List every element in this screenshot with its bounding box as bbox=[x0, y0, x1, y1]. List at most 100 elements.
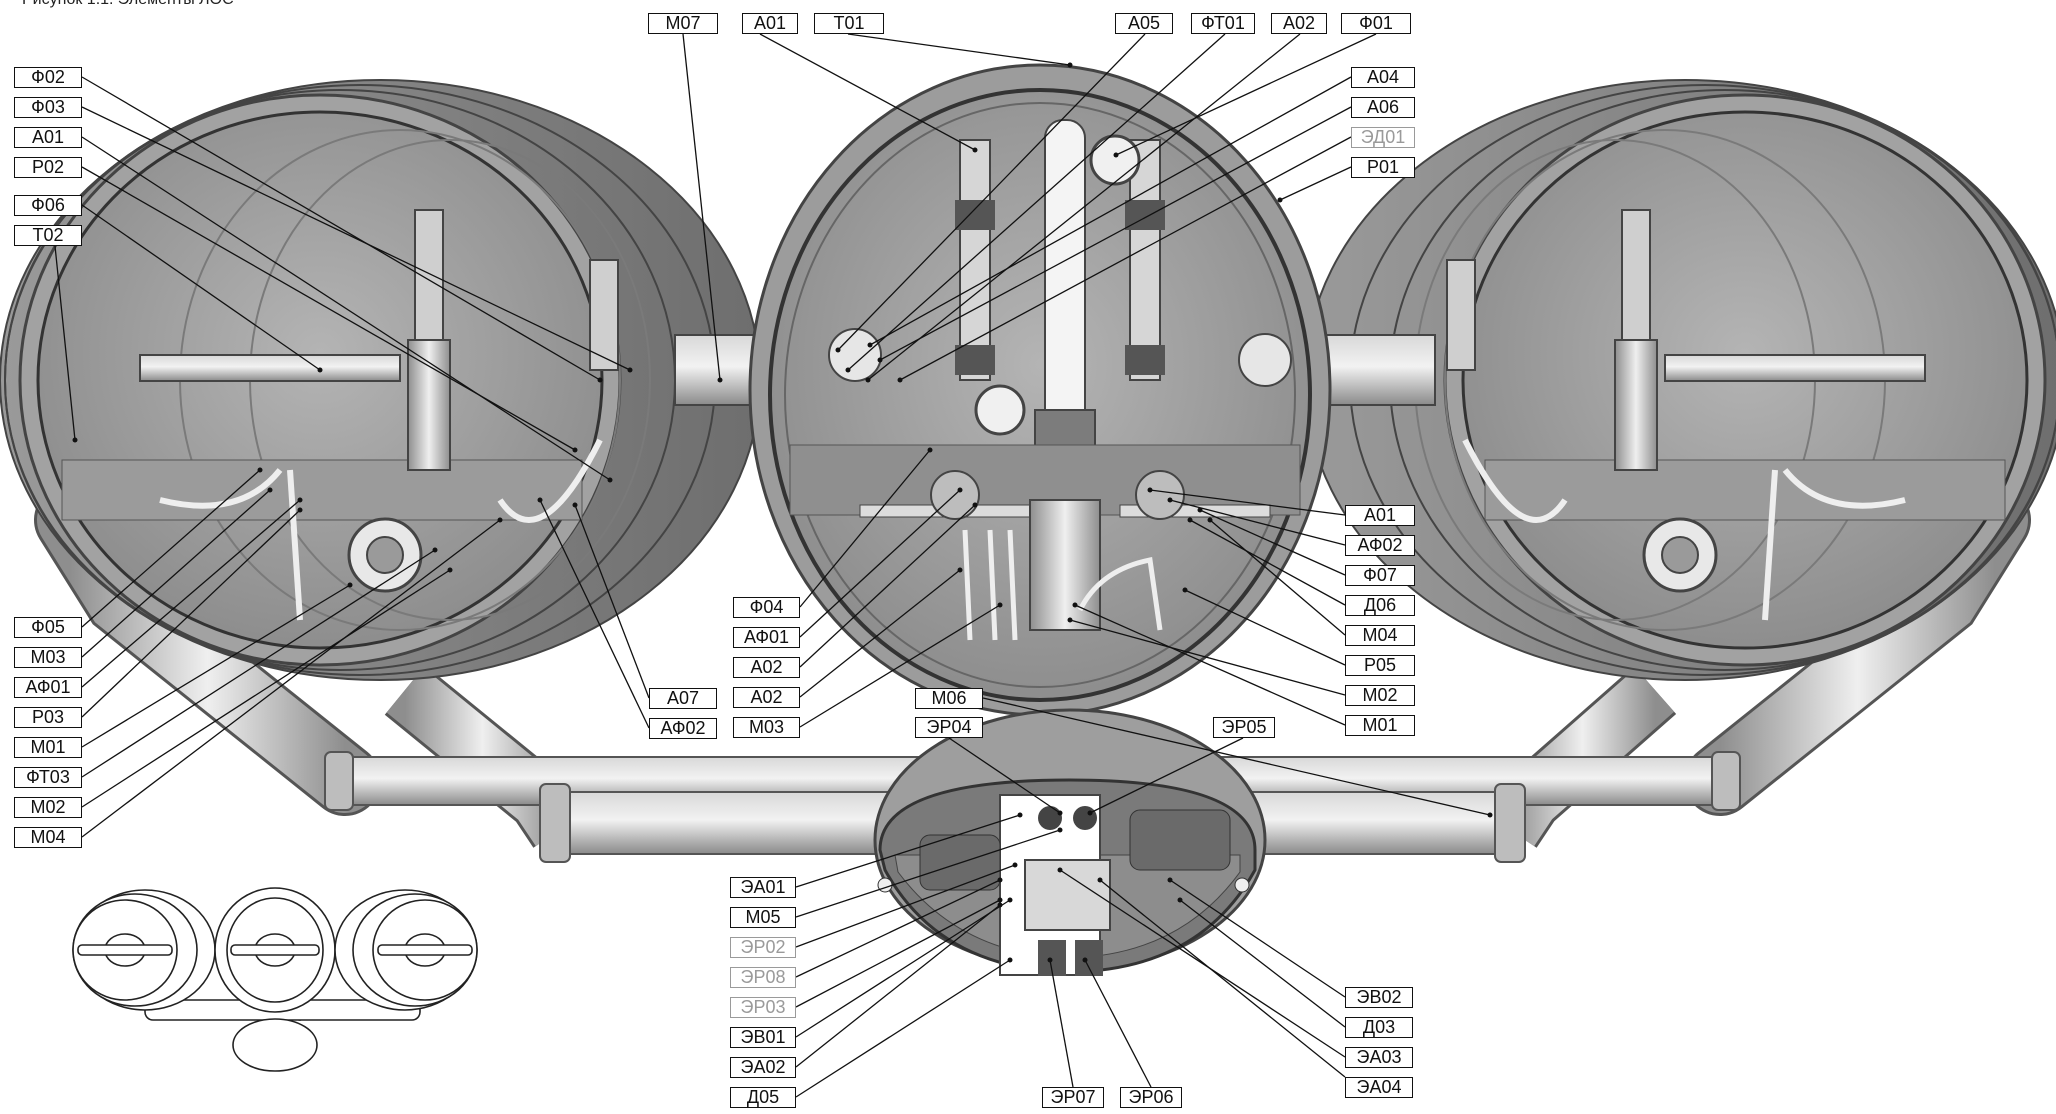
leader-line bbox=[81, 136, 611, 481]
leader-dot bbox=[997, 877, 1003, 883]
leader-dot bbox=[1177, 897, 1183, 903]
leader-line bbox=[1179, 899, 1346, 1028]
leader-dot bbox=[572, 502, 578, 508]
callout-left-m03: М03 bbox=[14, 647, 82, 668]
leader-dot bbox=[1007, 957, 1013, 963]
leader-dot bbox=[267, 487, 273, 493]
leader-line bbox=[795, 899, 1001, 1008]
leader-line bbox=[867, 33, 1301, 381]
leader-dot bbox=[597, 377, 603, 383]
callout-left-m04: М04 bbox=[14, 827, 82, 848]
left-tank bbox=[0, 79, 761, 681]
callout-box-er05: ЭР05 bbox=[1213, 717, 1275, 738]
leader-line bbox=[81, 519, 501, 838]
leader-dot bbox=[1067, 62, 1073, 68]
leader-dot bbox=[1087, 810, 1093, 816]
leader-line bbox=[799, 569, 961, 698]
control-cabinet bbox=[873, 708, 1267, 976]
callout-box-ev01: ЭВ01 bbox=[730, 1027, 796, 1048]
leader-line bbox=[1209, 519, 1346, 636]
callout-box-er07: ЭР07 bbox=[1042, 1087, 1104, 1108]
callout-box-m06: М06 bbox=[915, 688, 983, 709]
callout-left-m01: М01 bbox=[14, 737, 82, 758]
leader-lines bbox=[54, 33, 1493, 1098]
callout-right-ed01: ЭД01 bbox=[1351, 127, 1415, 148]
leader-dot bbox=[1187, 517, 1193, 523]
leader-line bbox=[837, 33, 1146, 351]
leader-dot bbox=[835, 347, 841, 353]
leader-dot bbox=[1182, 587, 1188, 593]
callout-mid-m04: М04 bbox=[1345, 625, 1415, 646]
callout-left-m02: М02 bbox=[14, 797, 82, 818]
leader-line bbox=[574, 504, 650, 699]
callout-mid-f07: Ф07 bbox=[1345, 565, 1415, 586]
leader-line bbox=[1049, 959, 1074, 1088]
leader-line bbox=[795, 959, 1011, 1098]
callout-box-ea04: ЭА04 bbox=[1345, 1077, 1413, 1098]
leader-dot bbox=[497, 517, 503, 523]
leader-line bbox=[1169, 879, 1346, 998]
callout-center-af02: АФ02 bbox=[649, 718, 717, 739]
leader-dot bbox=[997, 902, 1003, 908]
callout-left-f05: Ф05 bbox=[14, 617, 82, 638]
callout-center-m03: М03 bbox=[733, 717, 800, 738]
leader-dot bbox=[72, 437, 78, 443]
leader-line bbox=[539, 499, 650, 729]
leader-line bbox=[1099, 879, 1346, 1078]
callout-left-r03: Р03 bbox=[14, 707, 82, 728]
callout-box-er06: ЭР06 bbox=[1120, 1087, 1182, 1108]
callout-box-ea01: ЭА01 bbox=[730, 877, 796, 898]
leader-line bbox=[1169, 499, 1346, 546]
leader-line bbox=[795, 879, 1001, 978]
leader-dot bbox=[1167, 497, 1173, 503]
callout-center-a07: А07 bbox=[649, 688, 717, 709]
leader-line bbox=[799, 504, 976, 668]
callout-top-ft01: ФТ01 bbox=[1191, 13, 1255, 34]
right-connector-pipe bbox=[1324, 334, 1436, 406]
callout-box-er08: ЭР08 bbox=[730, 967, 796, 988]
leader-line bbox=[1074, 604, 1346, 726]
callout-center-af01: АФ01 bbox=[733, 627, 800, 648]
leader-dot bbox=[1047, 957, 1053, 963]
callout-left-f03: Ф03 bbox=[14, 97, 82, 118]
leader-line bbox=[799, 449, 931, 608]
leader-dot bbox=[1057, 827, 1063, 833]
leader-dot bbox=[607, 477, 613, 483]
leader-line bbox=[81, 584, 351, 748]
leader-dot bbox=[1057, 867, 1063, 873]
leader-line bbox=[799, 604, 1001, 728]
leader-dot bbox=[1007, 897, 1013, 903]
overview-thumbnail bbox=[72, 887, 478, 1072]
leader-dot bbox=[1207, 517, 1213, 523]
leader-line bbox=[1279, 166, 1352, 201]
leader-dot bbox=[845, 367, 851, 373]
leader-line bbox=[869, 76, 1352, 346]
callout-box-m05: М05 bbox=[730, 907, 796, 928]
leader-line bbox=[795, 814, 1021, 888]
callout-top-a02: А02 bbox=[1271, 13, 1327, 34]
leader-line bbox=[81, 549, 436, 778]
callout-box-er02: ЭР02 bbox=[730, 937, 796, 958]
leader-line bbox=[1059, 869, 1346, 1058]
leader-line bbox=[795, 864, 1016, 948]
leader-line bbox=[795, 829, 1061, 918]
leader-dot bbox=[1197, 507, 1203, 513]
leader-dot bbox=[1097, 877, 1103, 883]
leader-dot bbox=[432, 547, 438, 553]
callout-mid-r05: Р05 bbox=[1345, 655, 1415, 676]
callout-box-ea02: ЭА02 bbox=[730, 1057, 796, 1078]
leader-dot bbox=[627, 367, 633, 373]
callout-top-a01: А01 bbox=[742, 13, 798, 34]
leader-dot bbox=[1072, 602, 1078, 608]
leader-line bbox=[1115, 33, 1377, 156]
leader-dot bbox=[1113, 152, 1119, 158]
callout-box-ev02: ЭВ02 bbox=[1345, 987, 1413, 1008]
leader-line bbox=[81, 166, 576, 451]
leader-line bbox=[81, 76, 601, 381]
callout-left-r02: Р02 bbox=[14, 157, 82, 178]
leader-line bbox=[1184, 589, 1346, 666]
leader-dot bbox=[347, 582, 353, 588]
leader-dot bbox=[317, 367, 323, 373]
leader-dot bbox=[997, 602, 1003, 608]
